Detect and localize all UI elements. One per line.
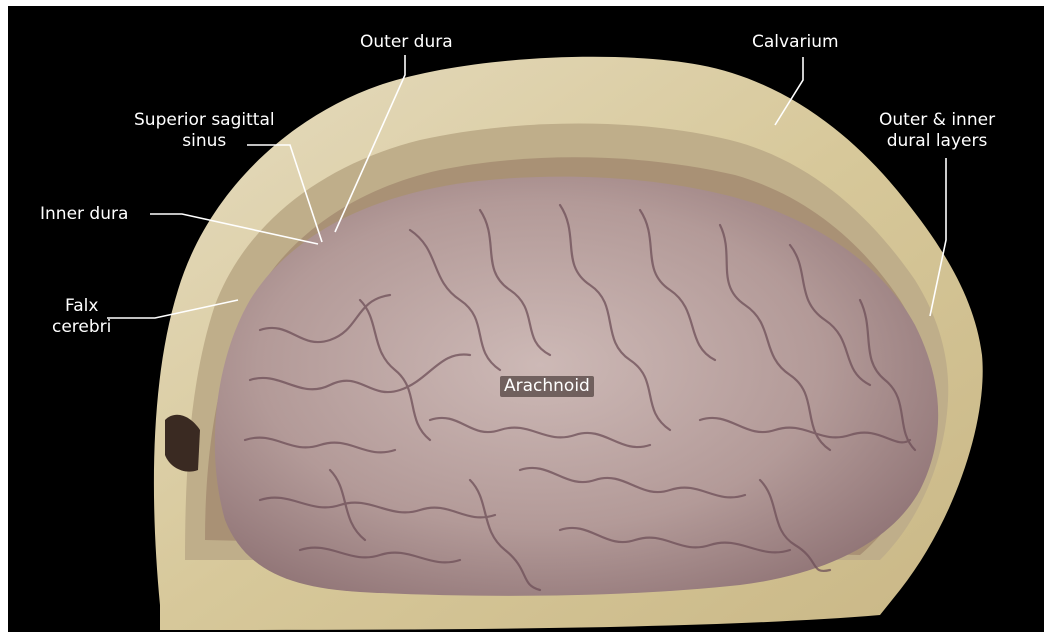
label-falx-cerebri: Falx cerebri [52,296,112,337]
pointer-falx-cerebri [107,299,239,319]
pointer-inner-dura [150,213,319,245]
pointer-outer-dura [334,55,406,233]
label-outer-dura: Outer dura [360,32,453,52]
sulci [243,203,917,592]
pointer-outer-inner-dural-layers [929,158,947,317]
label-outer-inner-dural-layers: Outer & inner dural layers [879,110,996,151]
pointer-calvarium [774,57,804,126]
label-calvarium: Calvarium [752,32,839,52]
label-arachnoid: Arachnoid [500,376,594,397]
falx-gap [165,414,200,472]
label-inner-dura: Inner dura [40,204,129,224]
pointer-superior-sagittal-sinus [247,144,323,243]
pointer-lines [107,55,947,319]
label-superior-sagittal-sinus: Superior sagittal sinus [134,110,275,151]
